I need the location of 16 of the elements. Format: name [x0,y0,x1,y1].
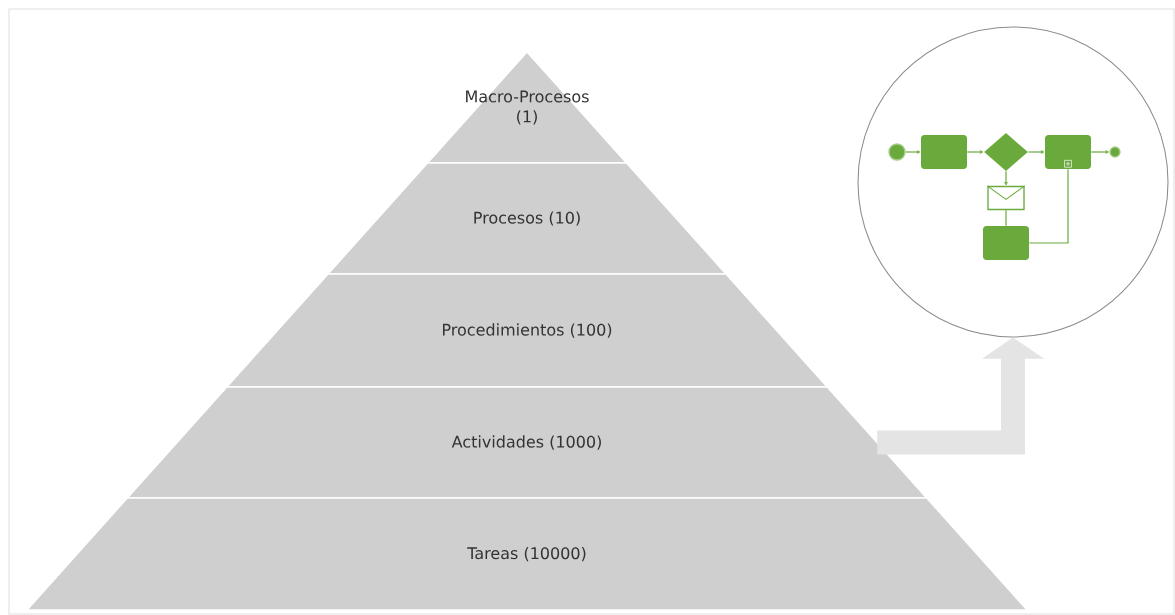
connector [905,150,921,154]
message-envelope [986,185,1026,211]
connector [966,150,984,154]
start-event [888,143,906,161]
gateway-diamond [984,133,1028,171]
connector [1005,209,1007,227]
connector [1027,150,1045,154]
subprocess-box [1045,135,1091,169]
task-box [983,226,1029,260]
pyramid-band: Macro-Procesos (1) [426,51,628,164]
connector [1028,168,1069,244]
end-event [1109,146,1121,158]
task-box [921,135,967,169]
connector [1090,150,1109,154]
zoom-circle [857,26,1169,338]
connector [1004,170,1008,186]
